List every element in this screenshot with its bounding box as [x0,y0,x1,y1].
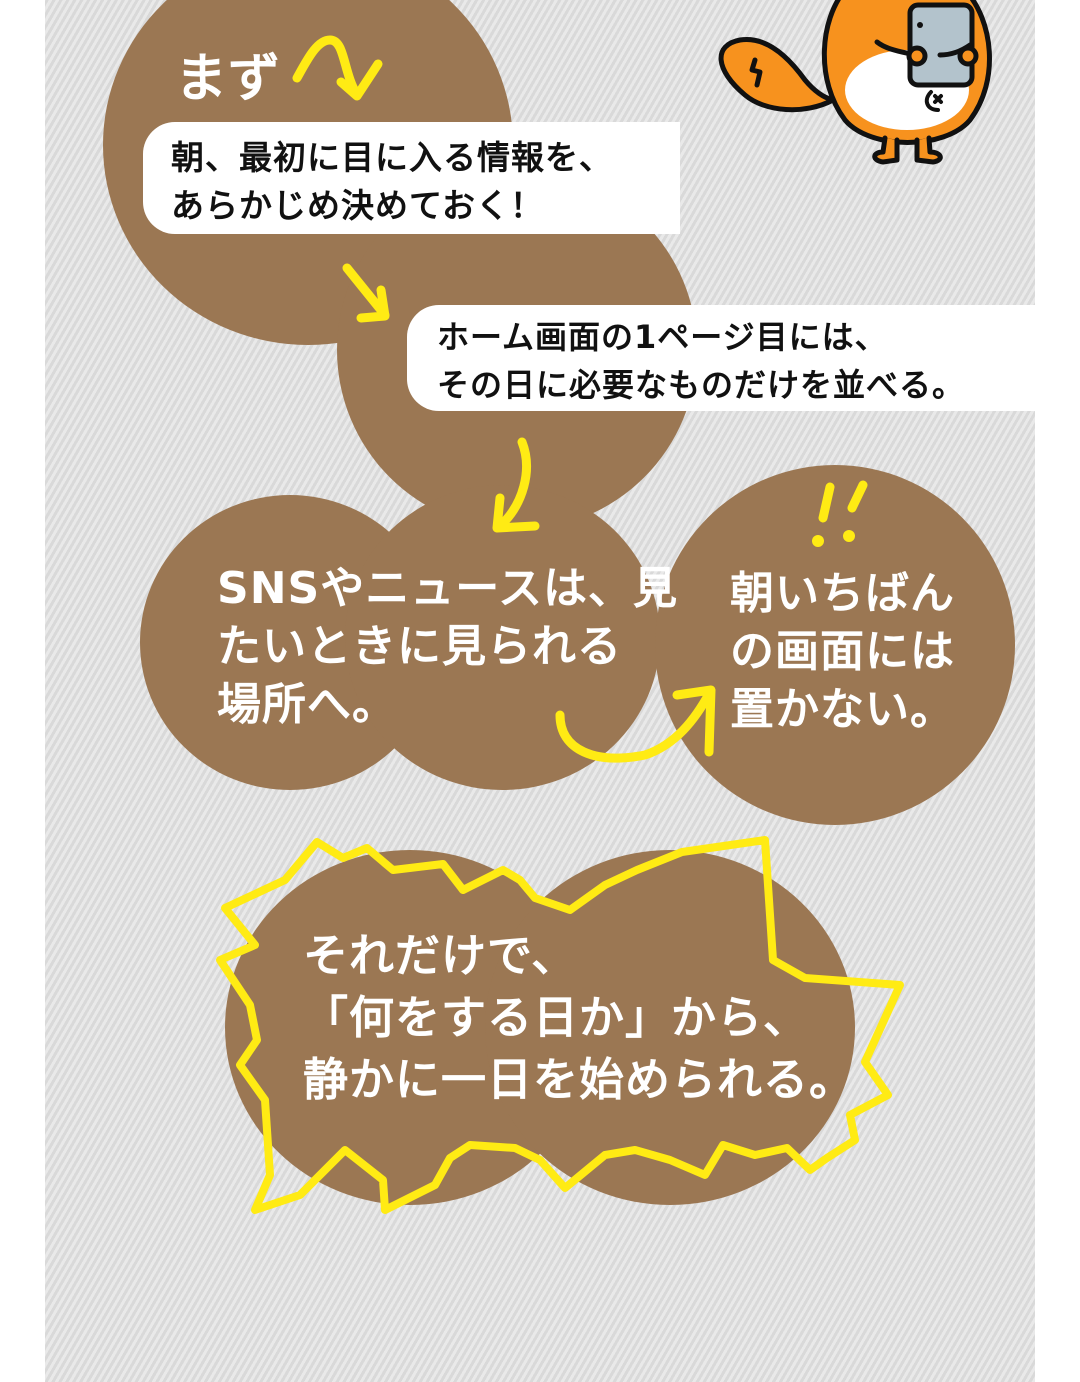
conclusion-line-3: 静かに一日を始められる。 [303,1053,856,1106]
bubble-circle-3b [345,485,660,790]
step2-line-1: ホーム画面の1ページ目には、 [437,318,888,356]
bubble-circle-5b [485,850,855,1205]
illustration-panel: まず 朝、最初に目に入る情報を、 あらかじめ決めておく！ ホーム画面の1ページ目… [45,0,1035,1382]
step4-line-2: の画面には [730,626,955,677]
arrow-down-right-icon [342,263,390,323]
step3-text: SNSやニュースは、見 たいときに見られる 場所へ。 [217,560,678,734]
step1-line-2: あらかじめ決めておく！ [171,186,545,225]
conclusion-line-1: それだけで、 [303,929,578,982]
conclusion-line-2: 「何をする日か」から、 [303,991,810,1044]
conclusion-text: それだけで、 「何をする日か」から、 静かに一日を始められる。 [303,925,855,1111]
step3-line-2: たいときに見られる [217,621,622,672]
step3-line-1: SNSやニュースは、見 [217,563,679,614]
step2-text-pill: ホーム画面の1ページ目には、 その日に必要なものだけを並べる。 [407,305,1035,411]
decorations-layer [216,35,904,1214]
bubble-circle-4 [655,465,1015,825]
step4-line-1: 朝いちばん [730,568,955,619]
step4-line-3: 置かない。 [730,684,955,735]
arrow-down-left-icon [492,437,540,533]
explosion-burst-outline-icon [216,836,904,1214]
squirrel-with-smartphone-icon [718,0,992,165]
step2-line-2: その日に必要なものだけを並べる。 [437,366,966,404]
double-exclamation-icon [818,480,868,523]
curved-arrow-right-icon [555,685,716,763]
step3-line-3: 場所へ。 [217,679,397,730]
step1-label: まず [175,49,282,109]
squiggle-arrow-down-icon [292,35,383,101]
step1-line-1: 朝、最初に目に入る情報を、 [171,138,613,177]
step1-text-pill: 朝、最初に目に入る情報を、 あらかじめ決めておく！ [143,122,680,234]
step4-text: 朝いちばん の画面には 置かない。 [730,565,955,739]
